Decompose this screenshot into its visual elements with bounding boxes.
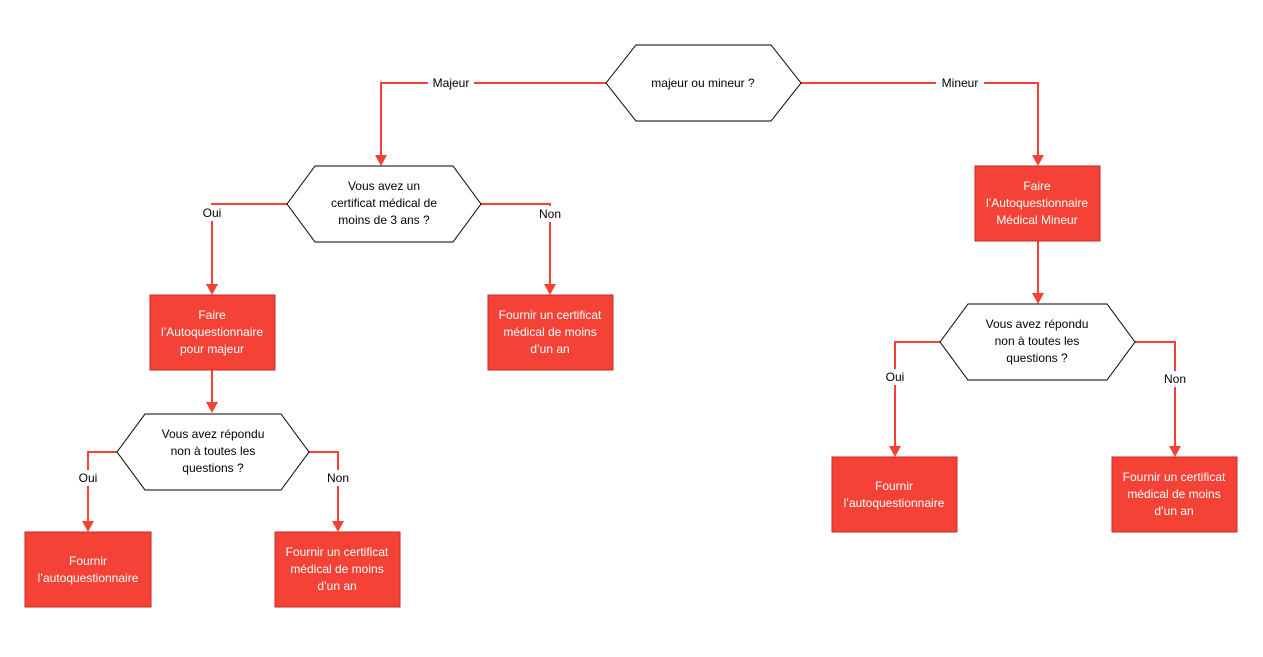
action-faire-autoquestionnaire-majeur: Faire l’Autoquestionnaire pour majeur [149, 294, 276, 371]
edge-majeur [380, 82, 606, 157]
action-faire-mineur-line-3: Médical Mineur [996, 213, 1077, 227]
action-fournir-auto-mineur-line-1: Fournir [875, 479, 913, 493]
action-certificat-mineur-line-2: médical de moins [1127, 487, 1220, 501]
decision-repondu-majeur: Vous avez répondu non à toutes les quest… [116, 413, 310, 491]
edge-label-mineur: Mineur [942, 76, 979, 90]
edge-certif-non [481, 203, 551, 286]
edge-mineur-non [1135, 341, 1176, 448]
edge-label-mineur-oui: Oui [886, 370, 905, 384]
arrowhead-mineur-oui [889, 446, 901, 457]
decision-age: majeur ou mineur ? [605, 44, 802, 122]
edge-label-certif-non: Non [539, 207, 561, 221]
action-faire-mineur-line-2: l’Autoquestionnaire [986, 196, 1088, 210]
decision-certificat-line-3: moins de 3 ans ? [338, 213, 430, 227]
edge-mineur-oui [894, 341, 940, 448]
arrowhead-faire-mineur [1032, 293, 1044, 304]
action-faire-majeur-line-3: pour majeur [180, 342, 244, 356]
action-certificat-majeur-line-2: médical de moins [503, 325, 596, 339]
edge-label-mineur-non: Non [1164, 372, 1186, 386]
arrowhead-faire-majeur [206, 402, 218, 413]
action-fournir-auto-majeur-line-1: Fournir [69, 554, 107, 568]
action-fournir-auto-mineur-line-2: l’autoquestionnaire [844, 496, 945, 510]
action-certificat-majeur: Fournir un certificat médical de moins d… [487, 294, 614, 371]
decision-repondu-majeur-line-2: non à toutes les [171, 444, 256, 458]
action-certificat-majeur-non-line-2: médical de moins [290, 562, 383, 576]
decision-repondu-mineur: Vous avez répondu non à toutes les quest… [939, 303, 1136, 381]
action-faire-majeur-line-2: l’Autoquestionnaire [161, 325, 263, 339]
edge-label-certif-oui: Oui [203, 206, 222, 220]
action-certificat-mineur-line-3: d’un an [1154, 504, 1193, 518]
decision-certificat: Vous avez un certificat médical de moins… [286, 165, 482, 243]
action-certificat-majeur-line-1: Fournir un certificat [499, 308, 602, 322]
edge-majeur-non [309, 451, 339, 523]
edge-mineur [801, 82, 1039, 157]
decision-repondu-mineur-line-3: questions ? [1006, 351, 1068, 365]
edge-certif-oui [211, 203, 287, 286]
decision-repondu-majeur-line-1: Vous avez répondu [162, 427, 265, 441]
action-certificat-mineur-line-1: Fournir un certificat [1123, 470, 1226, 484]
arrowhead-mineur-non [1169, 446, 1181, 457]
action-certificat-majeur-non-line-1: Fournir un certificat [286, 545, 389, 559]
decision-certificat-line-2: certificat médical de [331, 196, 437, 210]
decision-repondu-mineur-line-2: non à toutes les [995, 334, 1080, 348]
action-fournir-autoquestionnaire-mineur: Fournir l’autoquestionnaire [831, 456, 958, 533]
action-faire-autoquestionnaire-mineur: Faire l’Autoquestionnaire Médical Mineur [974, 165, 1101, 242]
action-fournir-autoquestionnaire-majeur: Fournir l’autoquestionnaire [24, 531, 152, 608]
action-certificat-majeur-non-line-3: d’un an [317, 579, 356, 593]
edge-label-majeur-non: Non [327, 471, 349, 485]
arrowhead-mineur [1032, 155, 1044, 166]
action-certificat-majeur-line-3: d’un an [530, 342, 569, 356]
arrowhead-majeur-oui [82, 521, 94, 532]
action-faire-mineur-line-1: Faire [1023, 179, 1051, 193]
action-certificat-mineur: Fournir un certificat médical de moins d… [1111, 456, 1238, 533]
decision-age-line-1: majeur ou mineur ? [651, 76, 755, 90]
edge-majeur-oui [87, 451, 117, 523]
arrowhead-certif-oui [206, 284, 218, 295]
decision-repondu-majeur-line-3: questions ? [182, 461, 244, 475]
arrowhead-majeur [375, 155, 387, 166]
arrowhead-certif-non [544, 284, 556, 295]
decision-certificat-line-1: Vous avez un [348, 179, 420, 193]
action-faire-majeur-line-1: Faire [198, 308, 226, 322]
action-certificat-majeur-non: Fournir un certificat médical de moins d… [274, 531, 401, 608]
action-fournir-auto-majeur-line-2: l’autoquestionnaire [38, 571, 139, 585]
edges: Majeur Mineur Oui Non Oui Non [74, 75, 1190, 532]
arrowhead-majeur-non [332, 521, 344, 532]
decision-repondu-mineur-line-1: Vous avez répondu [986, 317, 1089, 331]
edge-label-majeur: Majeur [433, 76, 470, 90]
edge-label-majeur-oui: Oui [79, 471, 98, 485]
